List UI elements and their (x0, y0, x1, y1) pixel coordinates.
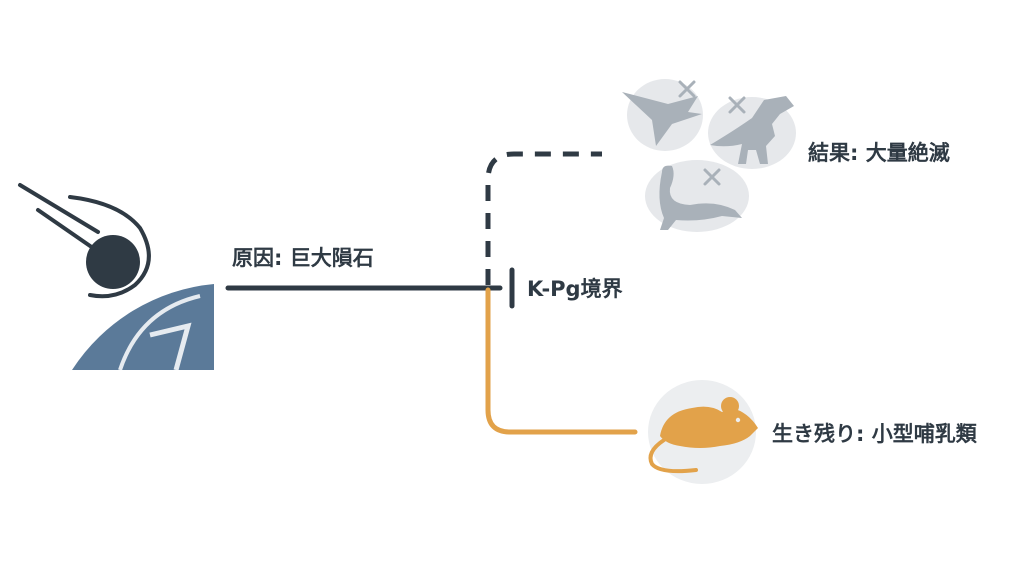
mouse-icon (648, 380, 758, 484)
cross-icon (678, 80, 696, 98)
survival-path (485, 287, 638, 435)
tyrannosaurus-icon (708, 96, 796, 169)
survivors-label: 生き残り: 小型哺乳類 (772, 422, 977, 446)
boundary-label: K-Pg境界 (527, 277, 623, 301)
cross-icon (703, 168, 721, 186)
cause-label: 原因: 巨大隕石 (232, 246, 374, 270)
asteroid-icon (18, 183, 151, 299)
plesiosaur-icon (645, 160, 749, 232)
result-label: 結果: 大量絶滅 (808, 141, 950, 165)
cross-icon (728, 96, 746, 114)
earth-icon (72, 284, 214, 371)
pterosaur-icon (622, 79, 703, 151)
extinction-path (485, 151, 602, 285)
